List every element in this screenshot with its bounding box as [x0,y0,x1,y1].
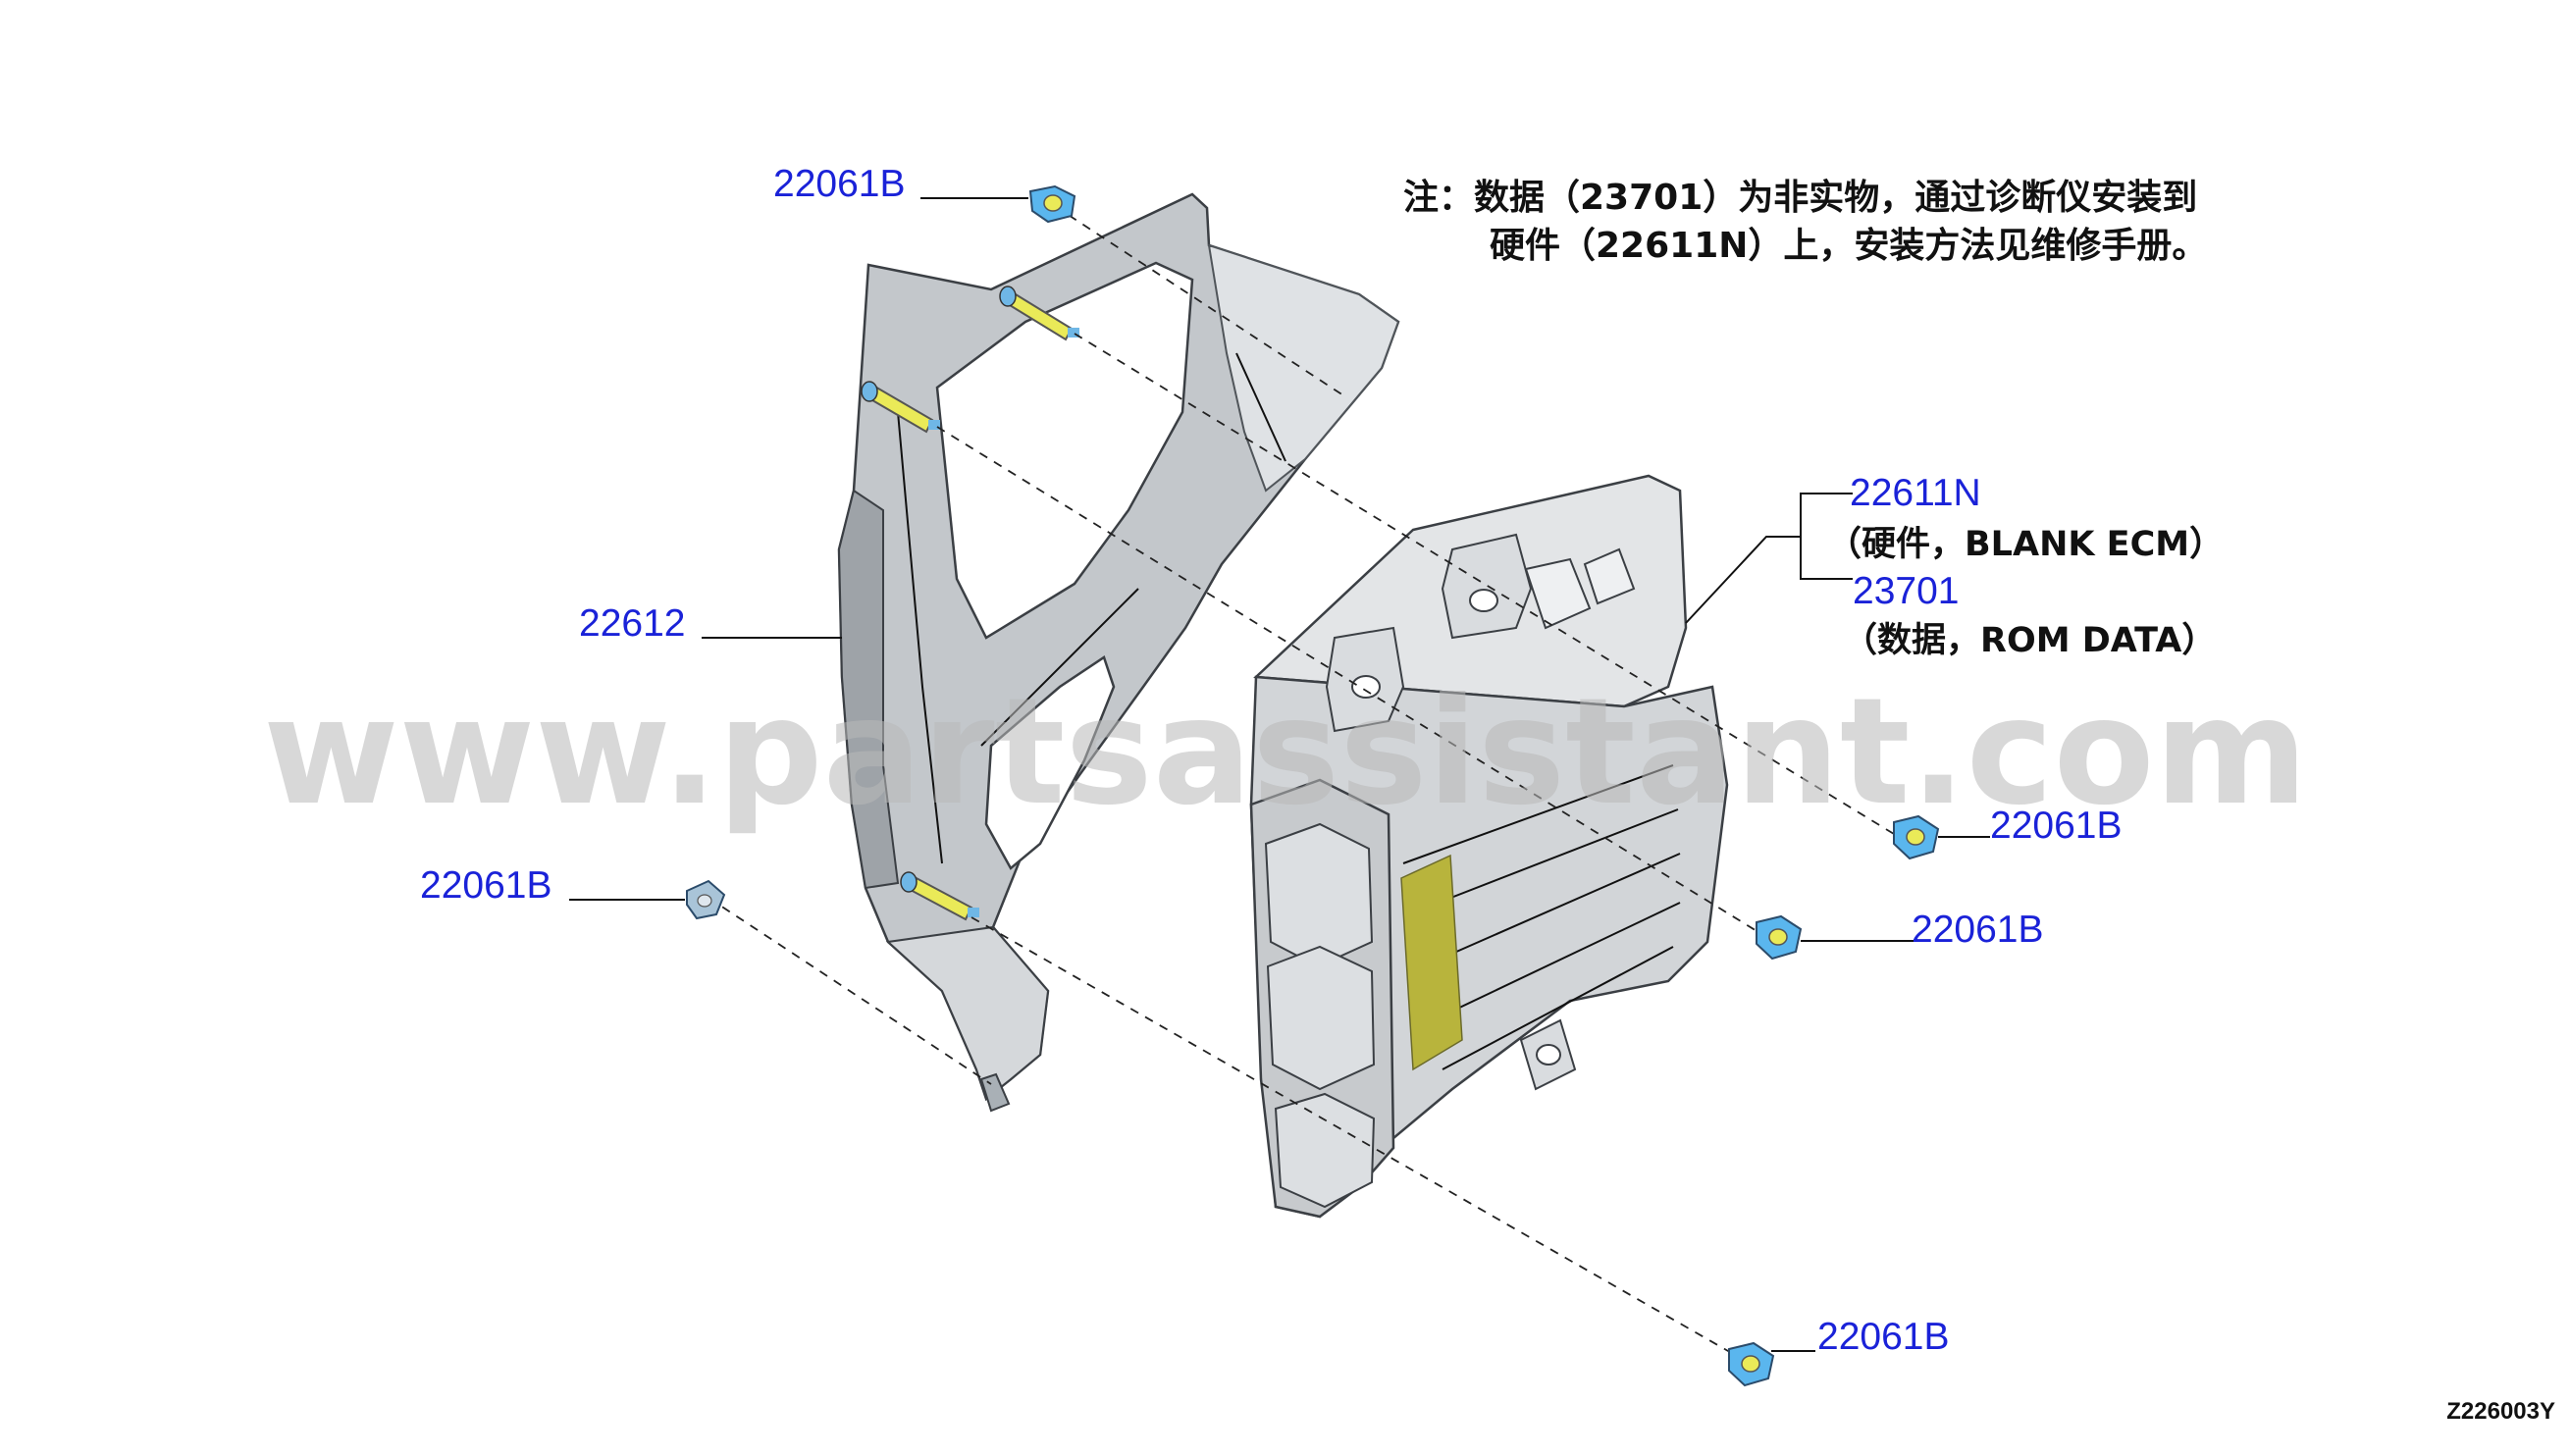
callout-nut-right-middle: 22061B [1912,909,2043,951]
note-line-1: 注：数据（23701）为非实物，通过诊断仪安装到 [1403,178,2197,218]
callout-nut-top-left: 22061B [773,163,905,205]
callout-nut-right-upper: 22061B [1990,805,2122,847]
callout-nut-bottom: 22061B [1817,1316,1949,1358]
stud-lower [900,871,979,921]
callout-ecm-hardware: 22611N [1850,472,1981,514]
watermark: www.partsassistant.com [263,667,2308,838]
ecm-unit-part [1249,474,1729,1219]
note-line-2: 硬件（22611N）上，安装方法见维修手册。 [1490,226,2207,266]
nut-left [686,879,726,920]
callout-ecm-data: 23701 [1853,570,1959,612]
nut-bottom [1728,1341,1775,1387]
nut-top-left [1028,184,1076,224]
mounting-studs [861,286,1079,921]
stud-upper [999,286,1079,341]
callout-ecm-data-desc: （数据，ROM DATA） [1843,621,2216,660]
diagram-code: Z226003Y [2446,1398,2555,1425]
ecm-label-area [1400,854,1463,1071]
bracket-part [837,192,1400,1113]
leader-lines [569,197,1990,1352]
installation-lines [708,205,1895,1360]
nut-right-upper [1893,814,1940,860]
callout-ecm-hardware-desc: （硬件，BLANK ECM） [1827,525,2224,564]
callout-bracket: 22612 [579,602,685,645]
callout-nut-left: 22061B [420,864,551,907]
stud-middle [861,381,940,434]
nut-right-middle [1756,914,1803,961]
